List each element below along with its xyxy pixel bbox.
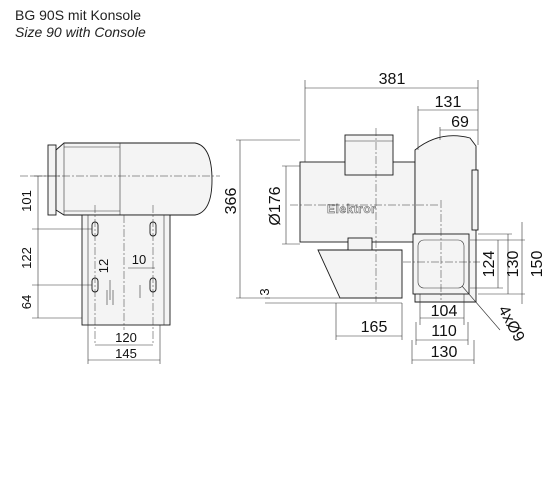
dim-131: 131 (435, 94, 462, 111)
motor-foot (347, 237, 373, 251)
dim-130-vertical: 130 (505, 251, 522, 278)
drawing-title: BG 90S mit Konsole (15, 7, 142, 23)
dim-366: 366 (223, 188, 240, 215)
dim-381: 381 (379, 71, 406, 88)
drawing-subtitle: Size 90 with Console (15, 24, 146, 40)
terminal-box (344, 134, 394, 176)
dim-12: 12 (96, 259, 111, 273)
dim-10: 10 (132, 252, 146, 267)
dim-3: 3 (257, 288, 272, 295)
dim-165: 165 (361, 319, 388, 336)
outlet-flange (47, 144, 57, 216)
dim-110: 110 (431, 323, 457, 340)
dim-124: 124 (481, 251, 498, 278)
dim-145: 145 (115, 346, 137, 361)
dim-122: 122 (19, 247, 34, 269)
drawing-header: BG 90S mit Konsole Size 90 with Console (15, 7, 146, 41)
dim-130-horizontal: 130 (431, 344, 458, 361)
dim-104: 104 (431, 303, 458, 320)
fan-housing-rim (471, 169, 479, 231)
front-view: 101 122 64 12 10 120 145 (19, 142, 220, 364)
dim-d176: Ø176 (267, 186, 284, 225)
side-view: Elektror 381 131 69 366 (223, 71, 546, 364)
console-support (317, 249, 403, 299)
dim-120: 120 (115, 330, 137, 345)
dim-150: 150 (529, 251, 546, 278)
motor-housing (55, 142, 213, 216)
brand-label: Elektror (327, 202, 376, 216)
dim-64: 64 (19, 295, 34, 309)
dim-69: 69 (451, 114, 469, 131)
dim-101: 101 (19, 190, 34, 212)
dim-holes: 4xØ9 (494, 303, 527, 345)
